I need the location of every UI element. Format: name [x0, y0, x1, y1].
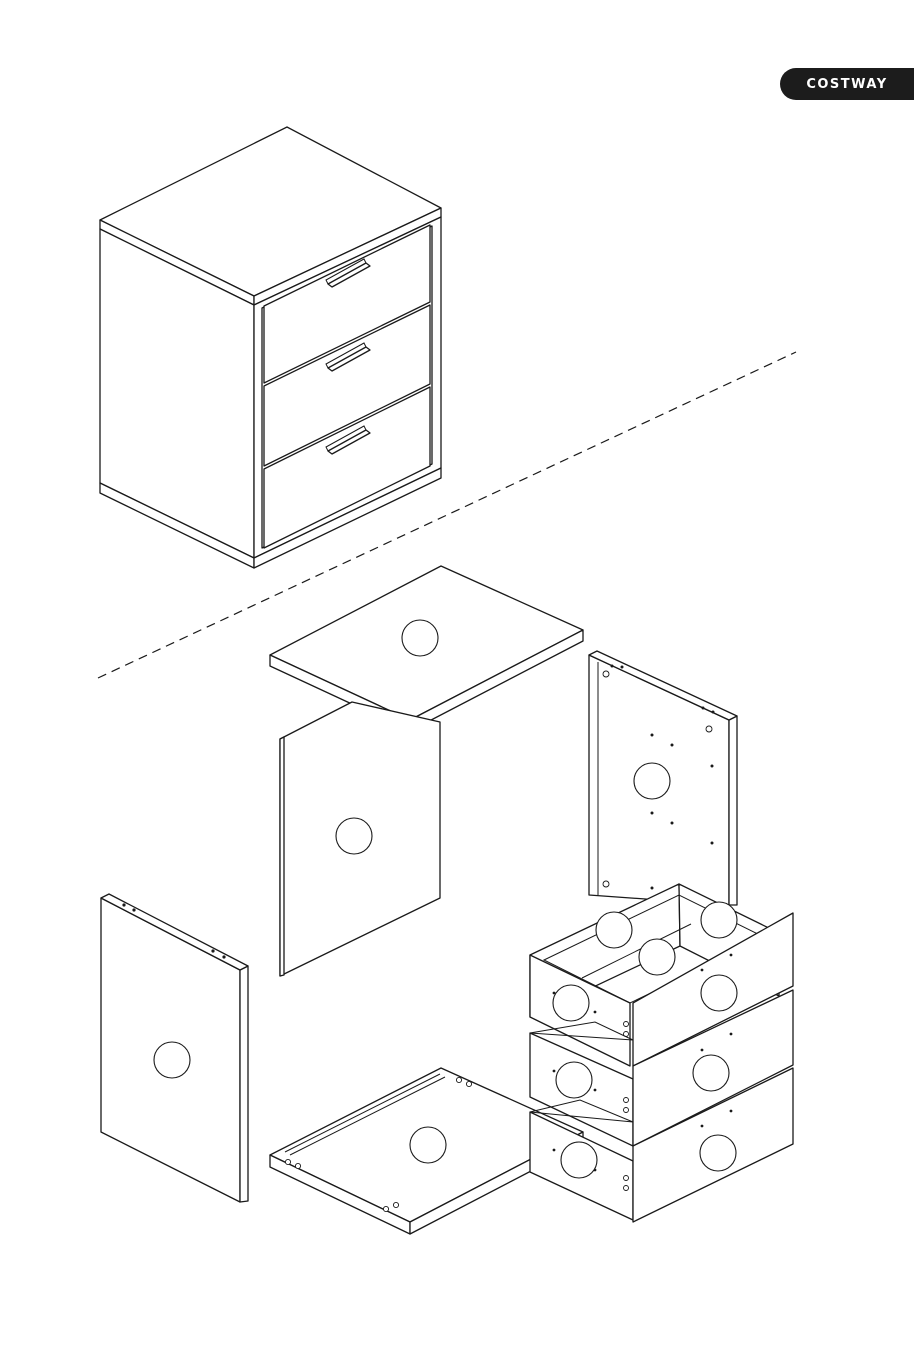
callout-drawer-back-2 — [701, 902, 737, 938]
callout-drawer-front-3 — [700, 1135, 736, 1171]
callout-drawer-side-2 — [556, 1062, 592, 1098]
callout-back-panel — [336, 818, 372, 854]
callout-drawer-front-1 — [701, 975, 737, 1011]
part-back-panel — [280, 702, 440, 976]
part-right-side-panel — [589, 651, 737, 905]
callout-top-panel — [402, 620, 438, 656]
callout-left-side-panel — [154, 1042, 190, 1078]
callout-bottom-panel — [410, 1127, 446, 1163]
callout-right-side-panel — [634, 763, 670, 799]
assembled-cabinet — [100, 127, 441, 568]
exploded-parts — [101, 566, 793, 1234]
callout-drawer-back-1 — [596, 912, 632, 948]
part-left-side-panel — [101, 894, 248, 1202]
callout-drawer-side-3 — [561, 1142, 597, 1178]
callout-drawer-front-2 — [693, 1055, 729, 1091]
part-top-panel — [270, 566, 583, 731]
callout-drawer-bottom — [639, 939, 675, 975]
callout-drawer-side-1 — [553, 985, 589, 1021]
